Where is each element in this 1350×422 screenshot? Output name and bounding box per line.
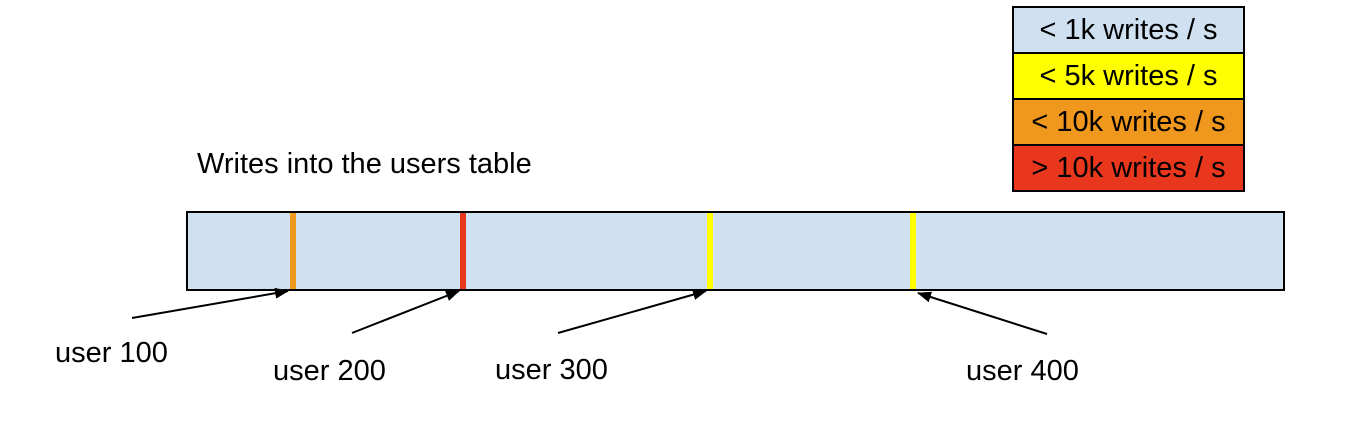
user-label: user 300 [495, 354, 608, 386]
users-table-bar [186, 211, 1285, 291]
legend-item: < 1k writes / s [1012, 6, 1245, 54]
legend: < 1k writes / s < 5k writes / s < 10k writ… [1012, 6, 1245, 192]
annotation-arrow [351, 290, 460, 334]
user-label: user 400 [966, 355, 1079, 387]
legend-item-label: < 10k writes / s [1031, 105, 1226, 138]
annotation-arrow [917, 291, 1048, 335]
write-hotspot-stripe [910, 213, 916, 289]
write-hotspot-stripe [707, 213, 713, 289]
write-hotspot-stripe [460, 213, 466, 289]
user-label: user 200 [273, 355, 386, 387]
user-label: user 100 [55, 337, 168, 369]
write-hotspot-stripe [290, 213, 296, 289]
legend-item-label: < 1k writes / s [1039, 13, 1218, 46]
legend-item: < 5k writes / s [1012, 52, 1245, 100]
legend-item-label: < 5k writes / s [1039, 59, 1218, 92]
legend-item: > 10k writes / s [1012, 144, 1245, 192]
legend-item: < 10k writes / s [1012, 98, 1245, 146]
annotation-arrow [131, 287, 289, 319]
diagram-title: Writes into the users table [197, 148, 532, 180]
legend-item-label: > 10k writes / s [1031, 151, 1226, 184]
annotation-arrow [557, 289, 707, 334]
